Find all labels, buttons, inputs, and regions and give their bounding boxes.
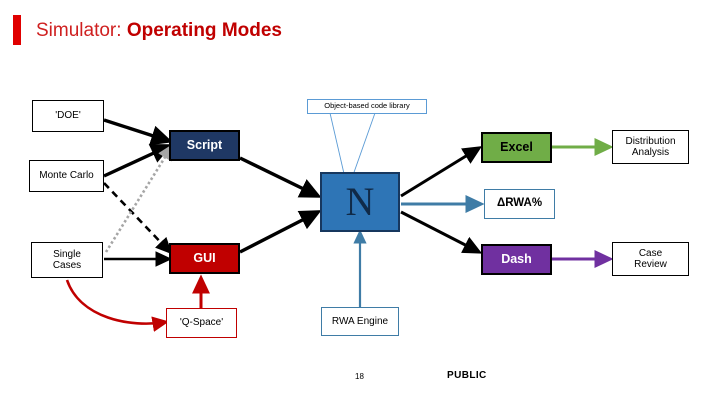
- arrow-n-to-excel: [400, 146, 483, 198]
- node-excel[interactable]: Excel: [481, 132, 552, 163]
- node-delta-rwa-label: ΔRWA%: [496, 197, 543, 210]
- node-q-space-label: 'Q-Space': [179, 317, 224, 329]
- node-rwa-engine-label: RWA Engine: [331, 315, 389, 327]
- node-rwa-engine[interactable]: RWA Engine: [321, 307, 399, 336]
- page-title-prefix: Simulator:: [36, 20, 127, 41]
- page-title: Simulator: Operating Modes: [36, 17, 282, 45]
- arrow-singlecases-to-qspace-curved: [65, 279, 170, 332]
- node-case-review-line2: Review: [634, 259, 667, 270]
- arrow-n-to-dash: [400, 210, 483, 254]
- arrow-script-to-n: [239, 156, 322, 198]
- callout-object-based-code-library: Object-based code library: [307, 99, 427, 114]
- arrow-doe-to-script: [103, 118, 173, 146]
- callout-label: Object-based code library: [324, 101, 410, 111]
- node-script-label: Script: [186, 138, 223, 153]
- callout-leader-left: [329, 112, 346, 179]
- node-script[interactable]: Script: [169, 130, 240, 161]
- node-single-cases[interactable]: Single Cases: [31, 242, 103, 278]
- node-gui[interactable]: GUI: [169, 243, 240, 274]
- node-gui-label: GUI: [193, 251, 216, 266]
- node-delta-rwa[interactable]: ΔRWA%: [484, 189, 555, 219]
- node-single-cases-label-line1: Single: [53, 248, 81, 260]
- arrow-montecarlo-to-gui-dashed: [103, 182, 173, 255]
- node-n-core-label: N: [345, 179, 375, 224]
- footer-classification: PUBLIC: [447, 370, 487, 381]
- node-distribution-analysis-line2: Analysis: [631, 147, 670, 158]
- node-q-space[interactable]: 'Q-Space': [166, 308, 237, 338]
- callout-leader-right: [351, 112, 376, 179]
- node-distribution-analysis[interactable]: Distribution Analysis: [612, 130, 689, 164]
- node-dash-label: Dash: [501, 252, 532, 267]
- arrow-singlecases-to-script-dotted: [104, 143, 174, 253]
- node-dash[interactable]: Dash: [481, 244, 552, 275]
- page-title-main: Operating Modes: [126, 20, 282, 41]
- node-doe[interactable]: 'DOE': [32, 100, 104, 132]
- footer-page-number: 18: [355, 372, 364, 381]
- node-n-core[interactable]: N: [320, 172, 400, 232]
- arrow-montecarlo-to-script: [103, 144, 173, 178]
- node-monte-carlo[interactable]: Monte Carlo: [29, 160, 104, 192]
- node-doe-label: 'DOE': [55, 110, 81, 122]
- node-excel-label: Excel: [500, 140, 533, 155]
- node-single-cases-label-line2: Cases: [52, 260, 82, 271]
- arrow-gui-to-n: [239, 210, 322, 254]
- node-monte-carlo-label: Monte Carlo: [39, 170, 94, 182]
- node-case-review[interactable]: Case Review: [612, 242, 689, 276]
- node-case-review-line1: Case: [638, 247, 663, 259]
- node-distribution-analysis-line1: Distribution: [625, 135, 676, 147]
- title-accent-bar: [13, 15, 21, 45]
